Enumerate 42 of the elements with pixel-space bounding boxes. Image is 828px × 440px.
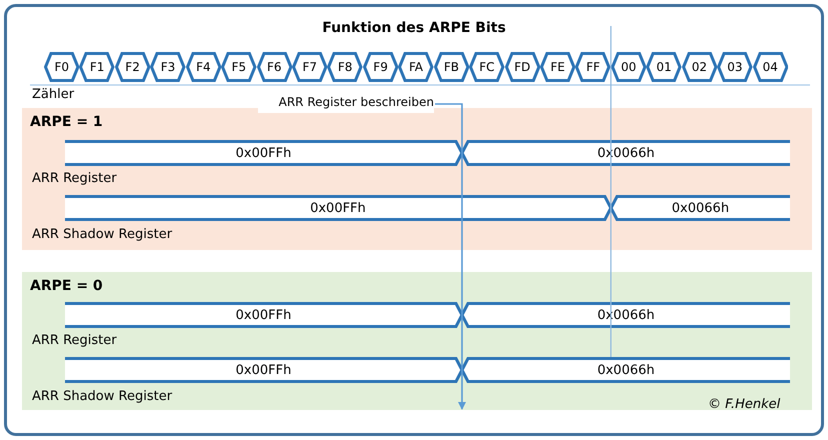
section-panel bbox=[22, 108, 812, 250]
counter-value: FA bbox=[398, 52, 434, 82]
section-heading: ARPE = 1 bbox=[30, 114, 103, 130]
row-label: ARR Register bbox=[32, 171, 117, 186]
counter-value: FB bbox=[434, 52, 470, 82]
row-label: ARR Register bbox=[32, 333, 117, 348]
counter-value: FC bbox=[469, 52, 505, 82]
counter-value: 01 bbox=[646, 52, 682, 82]
copyright-note: © F.Henkel bbox=[708, 397, 780, 412]
register-value: 0x0066h bbox=[462, 357, 790, 383]
counter-value: F8 bbox=[327, 52, 363, 82]
row-label: ARR Shadow Register bbox=[32, 227, 172, 242]
annotation-text: ARR Register beschreiben bbox=[258, 95, 434, 113]
counter-value: FF bbox=[575, 52, 611, 82]
counter-value: F0 bbox=[44, 52, 80, 82]
counter-value: F1 bbox=[79, 52, 115, 82]
diagram-title: Funktion des ARPE Bits bbox=[321, 20, 507, 36]
counter-value: 00 bbox=[610, 52, 646, 82]
register-value: 0x0066h bbox=[462, 140, 790, 166]
counter-value: F6 bbox=[256, 52, 292, 82]
register-value: 0x00FFh bbox=[65, 140, 462, 166]
register-value: 0x00FFh bbox=[65, 302, 462, 328]
counter-value: F5 bbox=[221, 52, 257, 82]
register-value: 0x00FFh bbox=[65, 195, 611, 221]
counter-value: 04 bbox=[752, 52, 788, 82]
register-value: 0x0066h bbox=[610, 195, 790, 221]
row-label: ARR Shadow Register bbox=[32, 389, 172, 404]
register-value: 0x0066h bbox=[462, 302, 790, 328]
counter-value: F7 bbox=[292, 52, 328, 82]
counter-value: F2 bbox=[114, 52, 150, 82]
leader-arrow bbox=[435, 103, 466, 410]
section-heading: ARPE = 0 bbox=[30, 278, 103, 294]
counter-label: Zähler bbox=[32, 87, 74, 102]
counter-value: FE bbox=[540, 52, 576, 82]
counter-value: 02 bbox=[682, 52, 718, 82]
register-value: 0x00FFh bbox=[65, 357, 462, 383]
counter-value: F9 bbox=[362, 52, 398, 82]
counter-value: F4 bbox=[186, 52, 222, 82]
counter-value: F3 bbox=[150, 52, 186, 82]
counter-value: FD bbox=[504, 52, 540, 82]
counter-value: 03 bbox=[717, 52, 753, 82]
section-panel bbox=[22, 272, 812, 410]
